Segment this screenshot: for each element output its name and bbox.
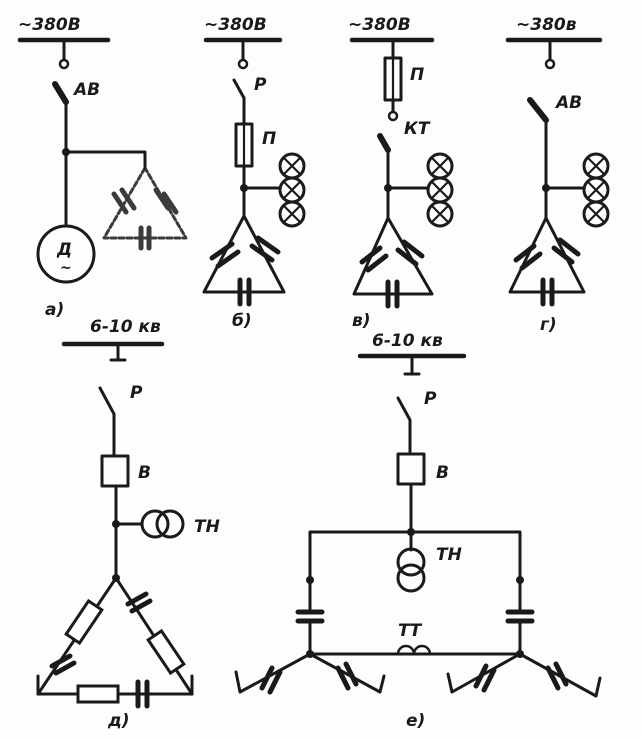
- scheme-v: ~380В П КТ в): [348, 15, 454, 331]
- discharge-lamps-v: [426, 152, 454, 228]
- fuse-v: [383, 56, 403, 102]
- motor-label-a: Д: [56, 240, 72, 260]
- capacitor-star-right-e: [446, 652, 602, 698]
- terminal: [544, 58, 556, 70]
- scheme-g: ~380в АВ г): [505, 15, 610, 335]
- fuse-label-v: П: [410, 65, 424, 85]
- disconnector-d: [98, 386, 116, 458]
- scheme-d: 6-10 кв Р В ТН: [36, 317, 220, 731]
- circuit-breaker-a: [52, 81, 69, 120]
- supply-label-a: ~380В: [18, 15, 81, 35]
- discharge-lamps-g: [582, 152, 610, 228]
- wire: [64, 150, 147, 170]
- supply-label-b: ~380В: [204, 15, 267, 35]
- motor-ac-symbol: ~: [60, 260, 72, 276]
- terminal: [58, 58, 70, 70]
- motor-a: [36, 224, 96, 284]
- current-transformer-e: [308, 644, 522, 656]
- capacitor-bank-b: [202, 214, 286, 307]
- disconnector-b: [232, 78, 246, 126]
- supply-label-v: ~380В: [348, 15, 411, 35]
- breaker-label-a: АВ: [72, 80, 100, 100]
- supply-label-g: ~380в: [516, 15, 577, 35]
- breaker-box-e: [396, 452, 426, 486]
- wire: [308, 530, 522, 582]
- discharge-lamps-b: [278, 152, 306, 228]
- vt-label-e: ТН: [436, 545, 462, 565]
- scheme-b: ~380В Р П б): [202, 15, 306, 331]
- capacitor-bank-g: [508, 216, 586, 307]
- breaker-box-d: [100, 454, 130, 488]
- supply-label-d: 6-10 кв: [90, 317, 161, 337]
- circuit-breaker-g: [527, 97, 549, 152]
- breaker-label-e: В: [436, 463, 449, 483]
- fuse-label-b: П: [262, 129, 276, 149]
- caption-d: д): [107, 711, 130, 731]
- voltage-transformer-d: [140, 509, 185, 539]
- scheme-e: 6-10 кв Р В ТН: [234, 331, 602, 731]
- scheme-a: ~380В АВ Д ~ а): [17, 15, 188, 320]
- ct-label-e: ТТ: [398, 621, 423, 641]
- caption-v: в): [352, 311, 371, 331]
- contactor-v: [377, 133, 391, 174]
- breaker-label-g: АВ: [554, 93, 582, 113]
- terminal: [387, 110, 399, 122]
- disconnector-e: [396, 396, 412, 456]
- terminal: [237, 58, 249, 70]
- contactor-label-v: КТ: [404, 119, 431, 139]
- caption-e: е): [406, 711, 425, 731]
- supply-label-e: 6-10 кв: [372, 331, 443, 351]
- vt-label-d: ТН: [194, 517, 220, 537]
- fuse-b: [234, 122, 254, 168]
- capacitor-bank-a: [102, 166, 188, 251]
- disconnector-label-e: Р: [424, 389, 437, 409]
- caption-a: а): [45, 300, 64, 320]
- capacitor-bank-v: [352, 216, 434, 309]
- caption-b: б): [232, 311, 252, 331]
- voltage-transformer-e: [396, 530, 426, 593]
- caption-g: г): [540, 315, 557, 335]
- disconnector-label-d: Р: [130, 383, 143, 403]
- breaker-label-d: В: [138, 463, 151, 483]
- disconnector-label-b: Р: [254, 75, 267, 95]
- capacitor-bank-d: [36, 576, 194, 709]
- capacitor-star-left-e: [234, 652, 386, 695]
